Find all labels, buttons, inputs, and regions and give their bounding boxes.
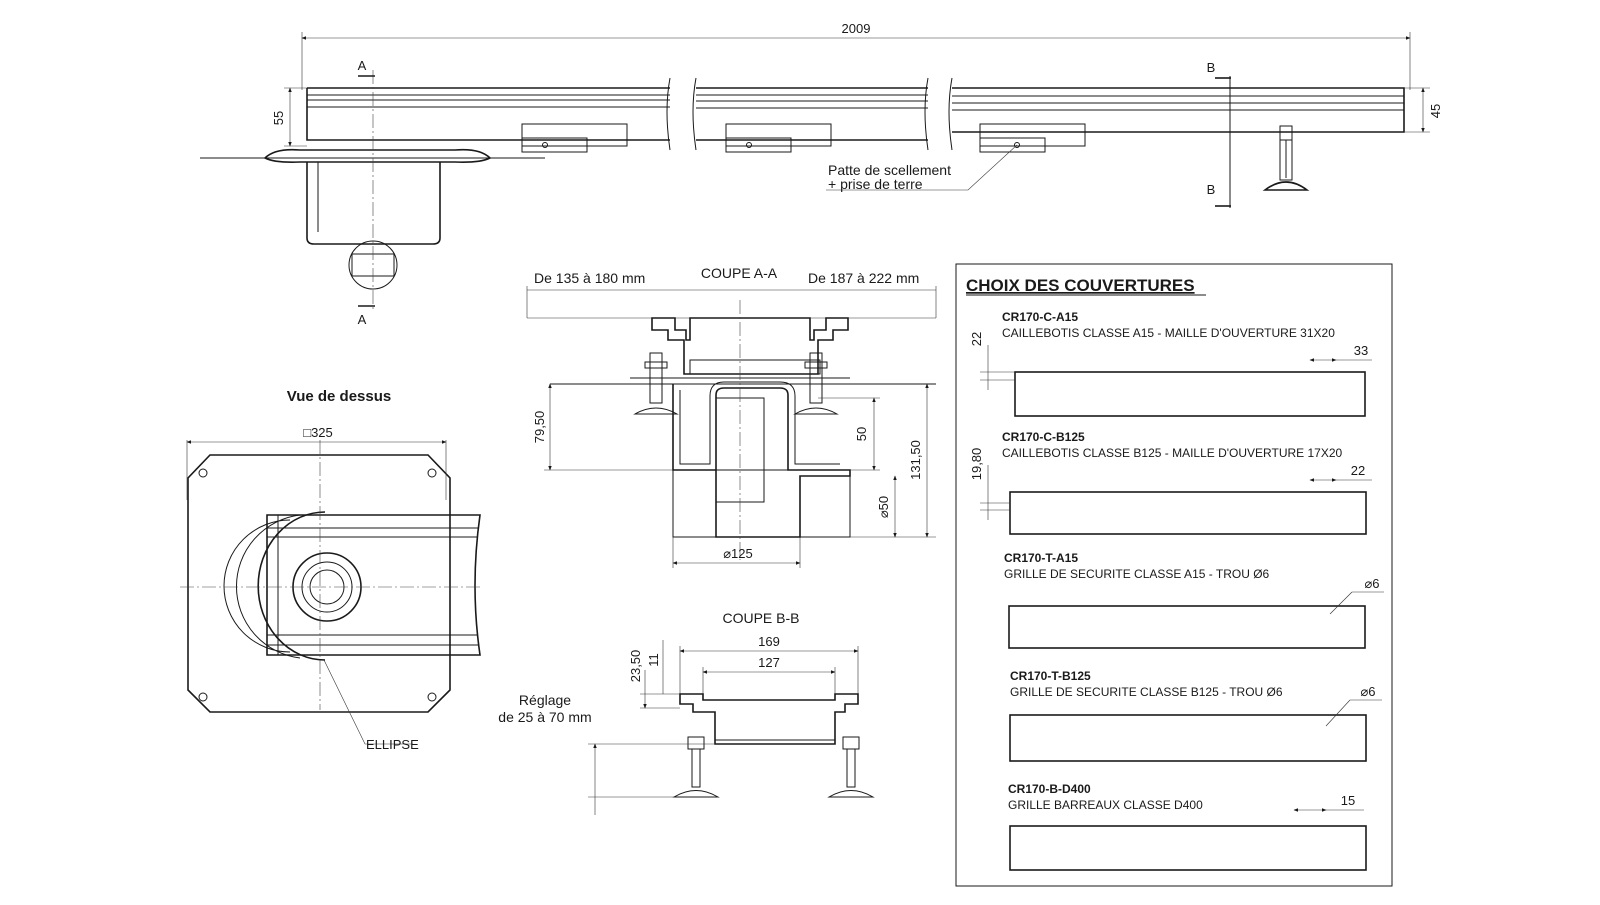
cover-2-dim-side: 19,80 xyxy=(969,448,984,481)
dim-bb-127: 127 xyxy=(758,655,780,670)
svg-text:A: A xyxy=(358,58,367,73)
section-aa: COUPE A-A De 135 à 180 mm De 187 à 222 m… xyxy=(526,265,937,568)
cover-4-dim-top: ⌀6 xyxy=(1360,684,1375,699)
label-reglage-line2: de 25 à 70 mm xyxy=(498,709,591,725)
svg-text:CR170-C-A15: CR170-C-A15 xyxy=(1002,310,1078,324)
dim-aa-d125: ⌀125 xyxy=(723,546,753,561)
cover-1-dim-side: 22 xyxy=(969,332,984,346)
svg-text:GRILLE BARREAUX CLASSE D400: GRILLE BARREAUX CLASSE D400 xyxy=(1008,798,1203,812)
svg-text:GRILLE DE SECURITE CLASSE B125: GRILLE DE SECURITE CLASSE B125 - TROU Ø6 xyxy=(1010,685,1283,699)
cover-item-3: CR170-T-A15 GRILLE DE SECURITE CLASSE A1… xyxy=(1004,551,1384,649)
cover-item-1: CR170-C-A15 CAILLEBOTIS CLASSE A15 - MAI… xyxy=(969,310,1372,417)
svg-text:CR170-T-B125: CR170-T-B125 xyxy=(1010,669,1091,683)
sealing-bracket xyxy=(521,123,1086,153)
svg-text:CR170-B-D400: CR170-B-D400 xyxy=(1008,782,1091,796)
dim-aa-left-range: De 135 à 180 mm xyxy=(534,270,645,286)
cover-item-2: CR170-C-B125 CAILLEBOTIS CLASSE B125 - M… xyxy=(969,430,1372,535)
dim-top-square: □325 xyxy=(303,425,333,440)
label-coupe-aa: COUPE A-A xyxy=(701,265,778,281)
svg-text:B: B xyxy=(1207,182,1216,197)
anchor-bolts xyxy=(633,352,839,415)
top-elevation: 2009 xyxy=(200,21,1443,327)
label-coupe-bb: COUPE B-B xyxy=(722,610,799,626)
bb-feet xyxy=(672,736,875,798)
top-view: Vue de dessus □325 ELLIPSE xyxy=(180,388,481,752)
dim-aa-right-range: De 187 à 222 mm xyxy=(808,270,919,286)
channel-segment-1 xyxy=(306,77,671,151)
section-bb: COUPE B-B 169 127 23,50 11 Réglage de 25… xyxy=(498,610,875,815)
dim-aa-d50: ⌀50 xyxy=(876,496,891,518)
covers-title: CHOIX DES COUVERTURES xyxy=(966,276,1195,295)
cover-3-dim-top: ⌀6 xyxy=(1364,576,1379,591)
svg-text:CR170-C-B125: CR170-C-B125 xyxy=(1002,430,1085,444)
dim-total-length: 2009 xyxy=(842,21,871,36)
dim-bb-11: 11 xyxy=(646,653,661,667)
svg-text:CAILLEBOTIS CLASSE A15 - MAILL: CAILLEBOTIS CLASSE A15 - MAILLE D'OUVERT… xyxy=(1002,326,1335,340)
cover-item-4: CR170-T-B125 GRILLE DE SECURITE CLASSE B… xyxy=(1009,669,1382,762)
dim-height-left: 55 xyxy=(271,111,286,125)
fixing-holes xyxy=(198,468,437,702)
svg-text:GRILLE DE SECURITE CLASSE A15: GRILLE DE SECURITE CLASSE A15 - TROU Ø6 xyxy=(1004,567,1270,581)
dim-height-right: 45 xyxy=(1428,104,1443,118)
channel-segment-2 xyxy=(692,77,929,151)
section-marker-b: B B xyxy=(1207,60,1231,208)
leveling-foot xyxy=(1262,125,1310,191)
dim-aa-50: 50 xyxy=(854,427,869,441)
outlet-sump xyxy=(200,148,545,290)
dim-bb-169: 169 xyxy=(758,634,780,649)
label-patte-line1: Patte de scellement xyxy=(828,162,951,178)
label-patte-line2: + prise de terre xyxy=(828,176,923,192)
cover-2-dim-top: 22 xyxy=(1351,463,1365,478)
label-reglage-line1: Réglage xyxy=(519,692,571,708)
section-marker-a: A A xyxy=(358,58,375,327)
label-vue-dessus: Vue de dessus xyxy=(287,388,392,405)
svg-text:A: A xyxy=(358,312,367,327)
svg-text:B: B xyxy=(1207,60,1216,75)
svg-text:CR170-T-A15: CR170-T-A15 xyxy=(1004,551,1078,565)
dim-bb-2350: 23,50 xyxy=(628,650,643,683)
dim-aa-13150: 131,50 xyxy=(908,440,923,480)
covers-panel: CHOIX DES COUVERTURES CR170-C-A15 CAILLE… xyxy=(955,263,1393,887)
cover-item-5: CR170-B-D400 GRILLE BARREAUX CLASSE D400… xyxy=(1008,782,1367,871)
label-ellipse: ELLIPSE xyxy=(366,737,419,752)
channel-segment-3 xyxy=(948,77,1405,151)
cover-1-dim-top: 33 xyxy=(1354,343,1368,358)
svg-text:CAILLEBOTIS CLASSE B125 - MAIL: CAILLEBOTIS CLASSE B125 - MAILLE D'OUVER… xyxy=(1002,446,1343,460)
cover-5-dim-top: 15 xyxy=(1341,793,1355,808)
dim-aa-7950: 79,50 xyxy=(532,411,547,444)
